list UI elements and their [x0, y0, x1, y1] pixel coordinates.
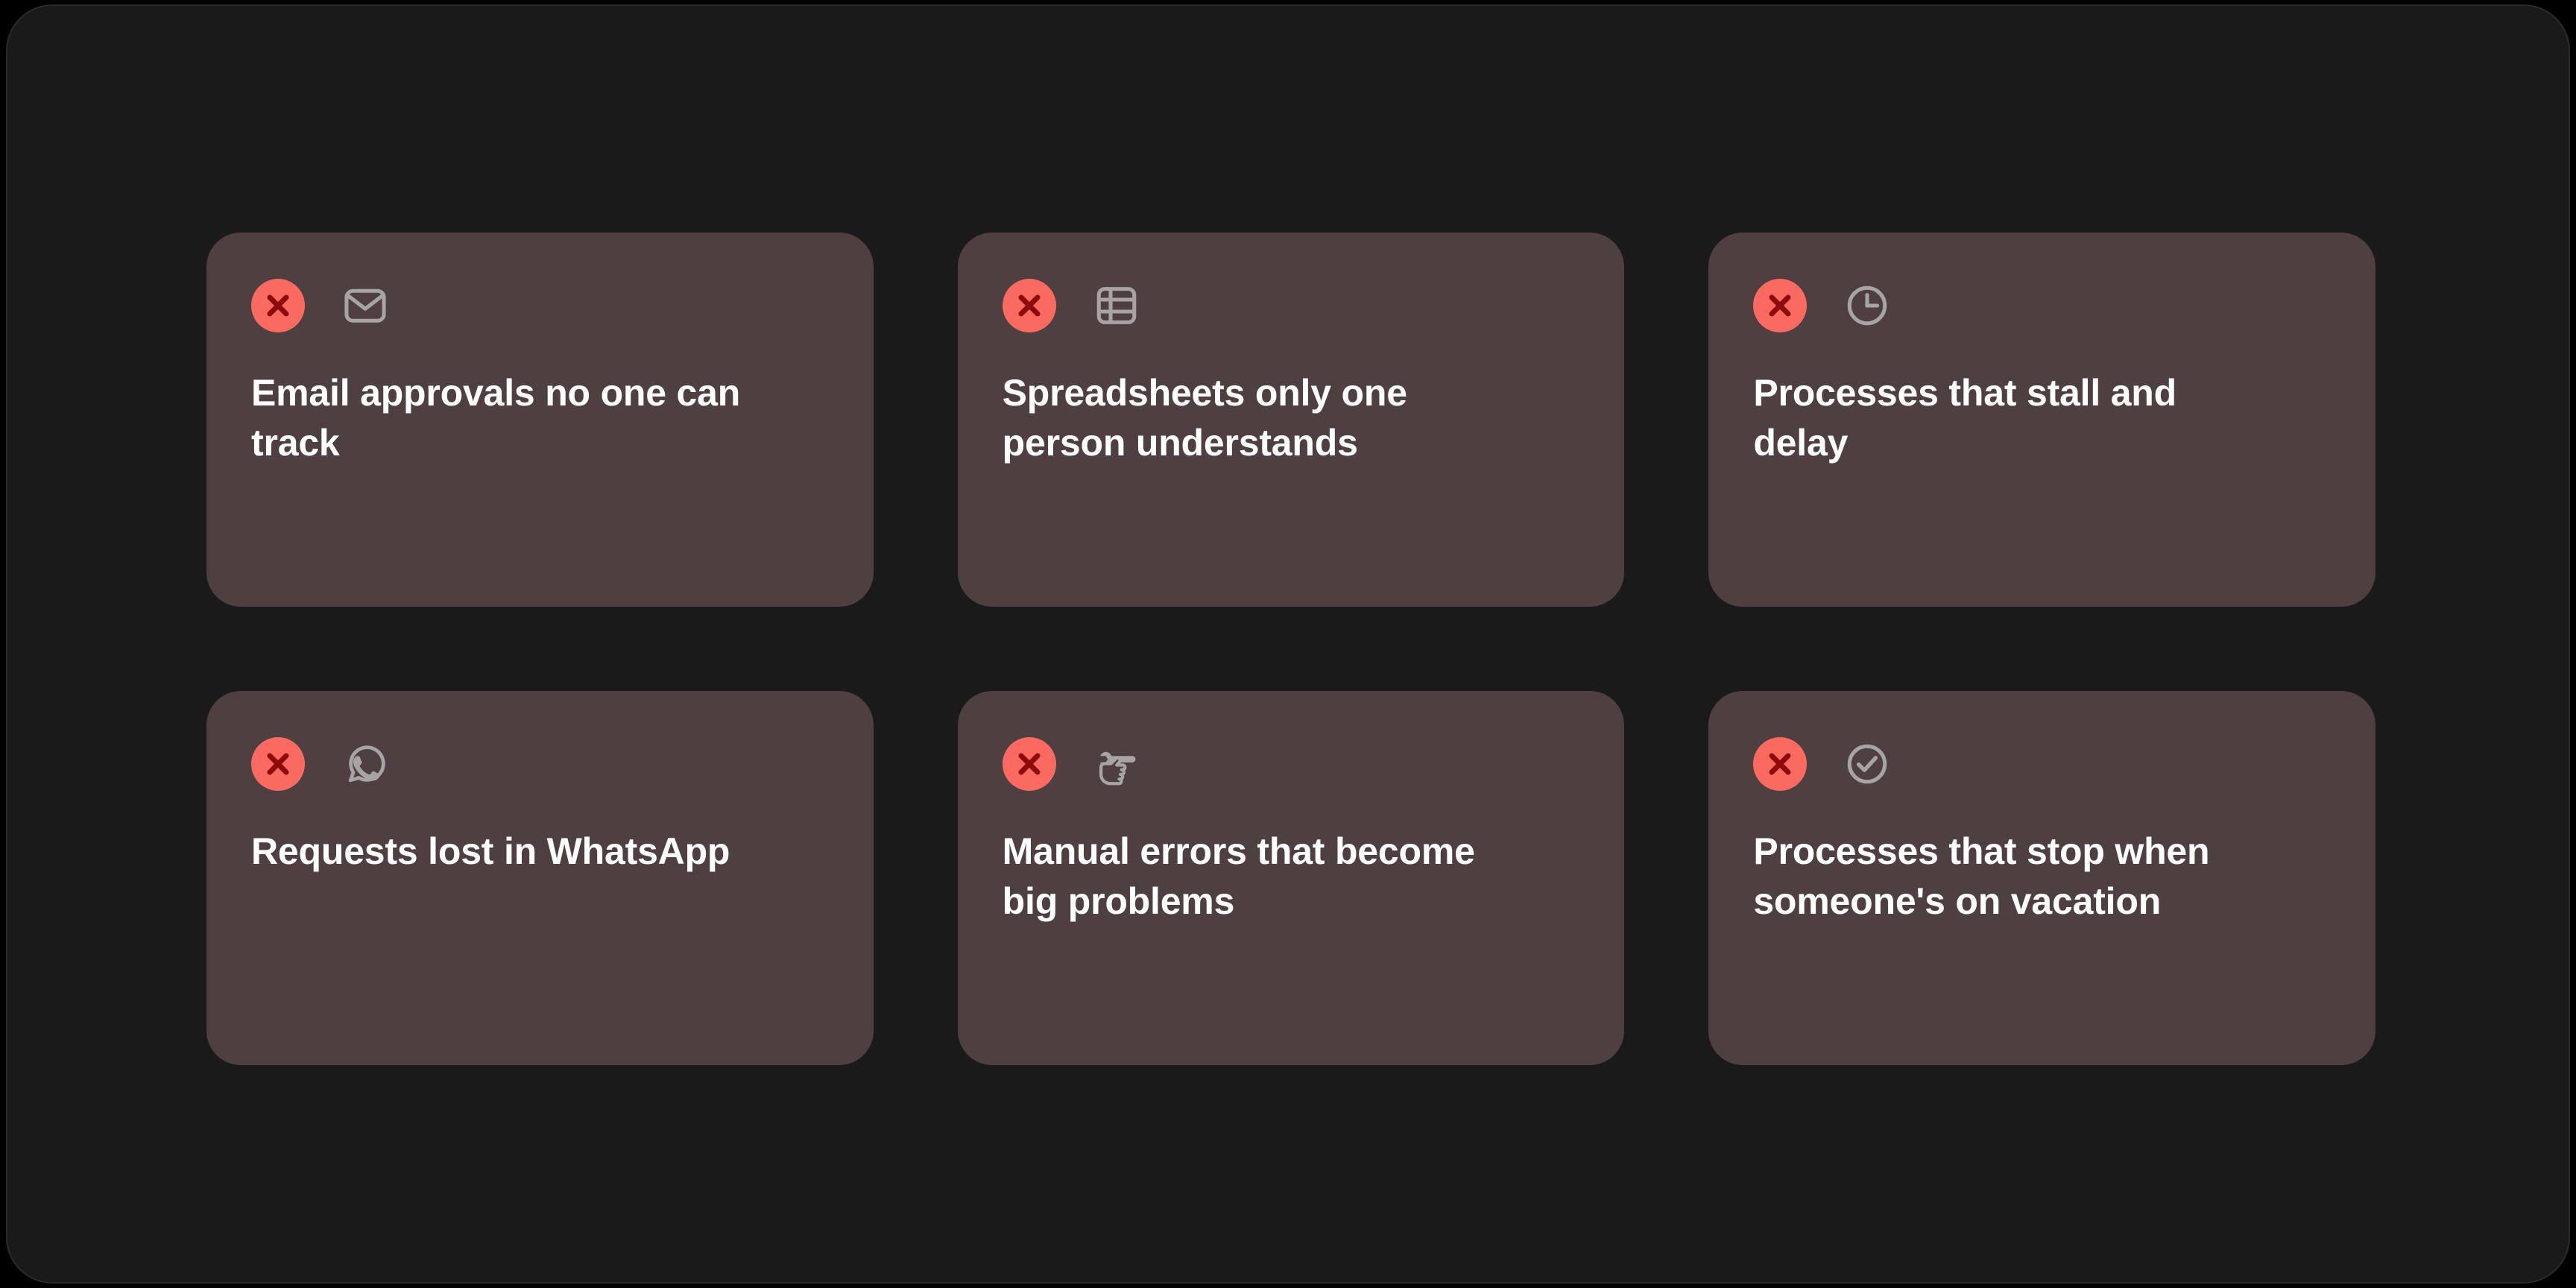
whatsapp-icon — [341, 739, 390, 789]
pain-point-card[interactable]: Processes that stop when someone's on va… — [1708, 691, 2375, 1065]
card-icon-row — [251, 279, 390, 332]
card-title: Manual errors that become big problems — [1002, 830, 1475, 922]
pain-points-panel: Email approvals no one can track — [6, 4, 2570, 1284]
pain-point-card[interactable]: Email approvals no one can track — [206, 233, 874, 607]
x-circle-icon — [251, 279, 305, 332]
card-title: Processes that stop when someone's on va… — [1753, 830, 2210, 922]
check-circle-icon — [1843, 739, 1892, 789]
card-title: Processes that stall and delay — [1753, 372, 2176, 464]
card-icon-row — [1753, 279, 1892, 332]
card-icon-row — [1002, 279, 1141, 332]
card-icon-row — [1002, 737, 1141, 791]
x-circle-icon — [251, 737, 305, 791]
x-circle-icon — [1753, 737, 1808, 791]
pain-points-grid: Email approvals no one can track — [206, 233, 2375, 1065]
pain-point-card[interactable]: Manual errors that become big problems — [957, 691, 1625, 1065]
envelope-icon — [341, 281, 390, 330]
x-circle-icon — [1002, 279, 1056, 332]
x-circle-icon — [1002, 737, 1056, 791]
table-grid-icon — [1092, 281, 1141, 330]
card-icon-row — [251, 737, 390, 791]
card-title: Spreadsheets only one person understands — [1002, 372, 1407, 464]
x-circle-icon — [1753, 279, 1808, 332]
pain-point-card[interactable]: Requests lost in WhatsApp — [206, 691, 874, 1065]
card-title: Email approvals no one can track — [251, 372, 741, 464]
hand-wrench-icon — [1092, 739, 1141, 789]
pain-point-card[interactable]: Processes that stall and delay — [1708, 233, 2375, 607]
card-title: Requests lost in WhatsApp — [251, 830, 730, 872]
clock-icon — [1843, 281, 1892, 330]
pain-point-card[interactable]: Spreadsheets only one person understands — [957, 233, 1625, 607]
card-icon-row — [1753, 737, 1892, 791]
